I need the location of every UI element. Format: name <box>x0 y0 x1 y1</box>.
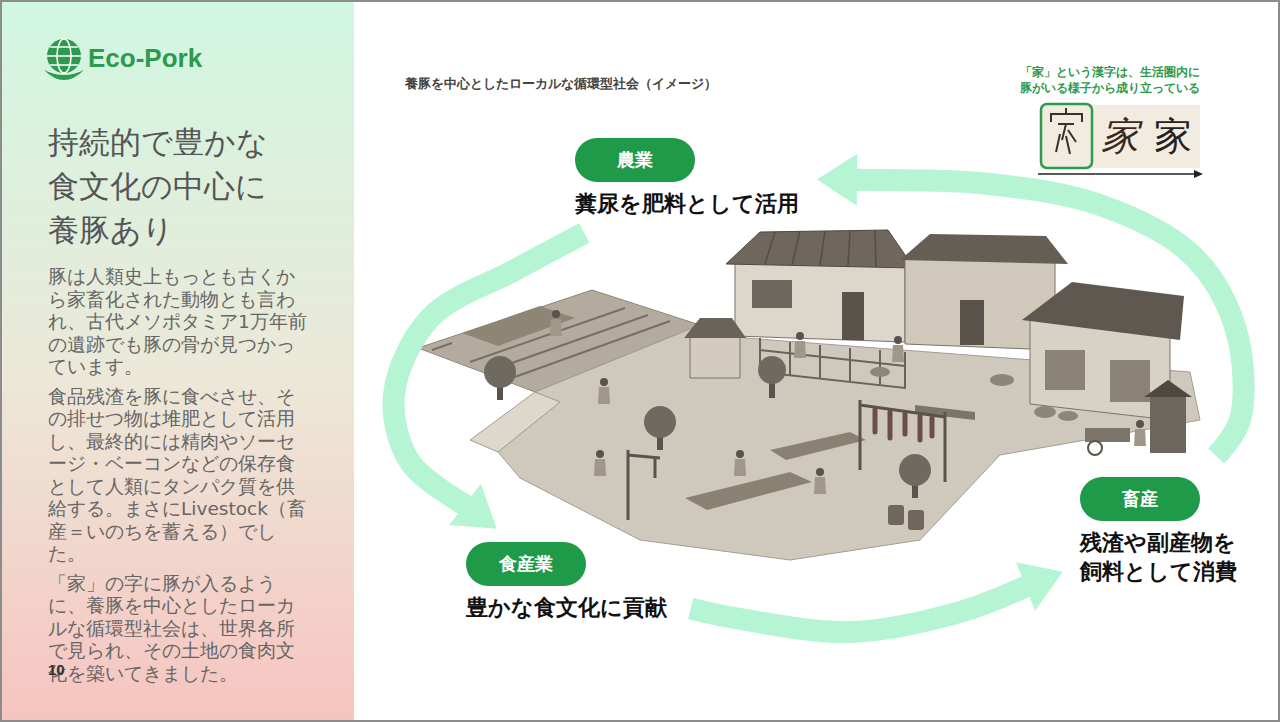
node-description: 残渣や副産物を 飼料として消費 <box>1080 529 1252 586</box>
villager-head <box>894 336 902 344</box>
house-wall <box>735 262 905 342</box>
category-pill: 農業 <box>575 138 695 182</box>
body-paragraph: 豚は人類史上もっとも古くから家畜化された動物とも言われ、古代メソポタミア1万年前… <box>48 266 310 379</box>
barn-door <box>960 300 984 345</box>
arrow-band <box>853 180 1244 456</box>
villager-head <box>816 468 824 476</box>
category-pill: 食産業 <box>466 542 586 586</box>
pig <box>1034 406 1056 418</box>
logo-parallels <box>47 47 81 65</box>
label-slot: 10 <box>48 661 65 678</box>
cart <box>1085 428 1130 442</box>
arrow-head <box>817 154 857 206</box>
cycle-arrow <box>817 154 1244 456</box>
logo-globe <box>47 39 81 73</box>
body-column: 豚は人類史上もっとも古くから家畜化された動物とも言われ、古代メソポタミア1万年前… <box>48 266 310 692</box>
villager-body <box>794 341 806 358</box>
pigpen-opening <box>1110 360 1150 402</box>
barrel <box>908 510 924 530</box>
wheat-patch <box>462 306 575 346</box>
pig <box>990 374 1014 386</box>
logo-text: Eco-Pork <box>88 43 202 74</box>
arrow-head <box>1016 562 1063 610</box>
villager-body <box>550 319 562 336</box>
tree-crown <box>899 454 931 486</box>
meat-hook <box>628 450 660 520</box>
arrow-band <box>394 233 585 507</box>
node-description: 豊かな食文化に貢献 <box>466 594 667 623</box>
pigpen-opening <box>1045 350 1085 390</box>
pigpen-roof <box>1022 282 1184 340</box>
villager-head <box>1136 420 1144 428</box>
house-door <box>842 292 864 340</box>
pill-label: 農業 <box>617 149 653 170</box>
villager-body <box>734 459 746 476</box>
villager-head <box>596 450 604 458</box>
cart-wheel <box>1088 441 1102 455</box>
title-slot: 持続的で豊かな 食文化の中心に 養豚あり <box>48 120 293 252</box>
house-roof <box>726 230 914 268</box>
label-slot: Eco-Pork <box>88 43 202 74</box>
villager-body <box>814 477 826 494</box>
villager-head <box>796 332 804 340</box>
hanging-sausages <box>875 410 932 440</box>
body-paragraph: 「家」の字に豚が入るように、養豚を中心としたローカルな循環型社会は、世界各所で見… <box>48 573 310 686</box>
node-description: 糞尿を肥料として活用 <box>575 190 799 219</box>
shed-wall <box>690 336 740 378</box>
shed-roof <box>684 318 746 338</box>
tree-crown <box>644 406 676 438</box>
diagram-subtitle: 養豚を中心としたローカルな循環型社会（イメージ） <box>405 75 717 93</box>
villager-head <box>552 310 560 318</box>
logo-leaf <box>44 70 84 80</box>
pill-label: 畜産 <box>1122 488 1158 509</box>
cycle-arrow <box>394 233 585 529</box>
roof-tiles <box>765 230 876 267</box>
villager-body <box>892 345 904 362</box>
cycle-node: 農業糞尿を肥料として活用 <box>569 132 805 225</box>
arrow-head <box>449 484 497 529</box>
drying-rack <box>860 400 945 482</box>
kanji-glyph: 家 <box>1094 105 1146 167</box>
villager-body <box>594 459 606 476</box>
house-window <box>752 280 792 308</box>
dirt-path <box>470 392 560 452</box>
barn-roof <box>900 234 1068 264</box>
label-slot: 養豚を中心としたローカルな循環型社会（イメージ） <box>405 75 717 93</box>
cycle-arrow <box>691 562 1063 632</box>
label-slot: 「家」という漢字は、生活圏内に 豚がいる様子から成り立っている <box>1005 64 1200 96</box>
villager-body <box>1134 429 1146 446</box>
tree-crown <box>758 356 786 384</box>
work-table <box>770 432 866 460</box>
label-slot: 家 <box>1146 105 1200 167</box>
barrel <box>888 505 904 525</box>
pill-label: 食産業 <box>499 553 553 574</box>
body-paragraph: 食品残渣を豚に食べさせ、その排せつ物は堆肥として活用し、最終的には精肉やソーセー… <box>48 386 310 566</box>
page-number: 10 <box>48 661 65 678</box>
tree-crown <box>484 356 516 388</box>
kanji-glyph: 家 <box>1146 105 1200 167</box>
outhouse <box>1150 395 1186 453</box>
slide-title: 持続的で豊かな 食文化の中心に 養豚あり <box>48 120 293 252</box>
villager-head <box>600 378 608 386</box>
work-table <box>685 472 812 510</box>
category-pill: 畜産 <box>1080 477 1200 521</box>
kanji-highlight <box>1041 104 1092 168</box>
villager-body <box>598 387 610 404</box>
evolution-arrow <box>1038 173 1196 174</box>
cycle-node: 畜産残渣や副産物を 飼料として消費 <box>1074 471 1258 592</box>
kanji-note: 「家」という漢字は、生活圏内に 豚がいる様子から成り立っている <box>1005 64 1200 96</box>
evolution-arrowhead <box>1194 170 1203 178</box>
ancient-glyph <box>1051 108 1082 154</box>
villager-head <box>736 450 744 458</box>
kanji-panel <box>1040 105 1200 168</box>
outhouse-roof <box>1144 380 1192 397</box>
cycle-node: 食産業豊かな食文化に貢献 <box>460 536 673 629</box>
pig <box>1058 411 1078 421</box>
pig <box>870 367 890 377</box>
label-slot: 家 <box>1094 105 1146 167</box>
arrow-band <box>691 585 1030 632</box>
